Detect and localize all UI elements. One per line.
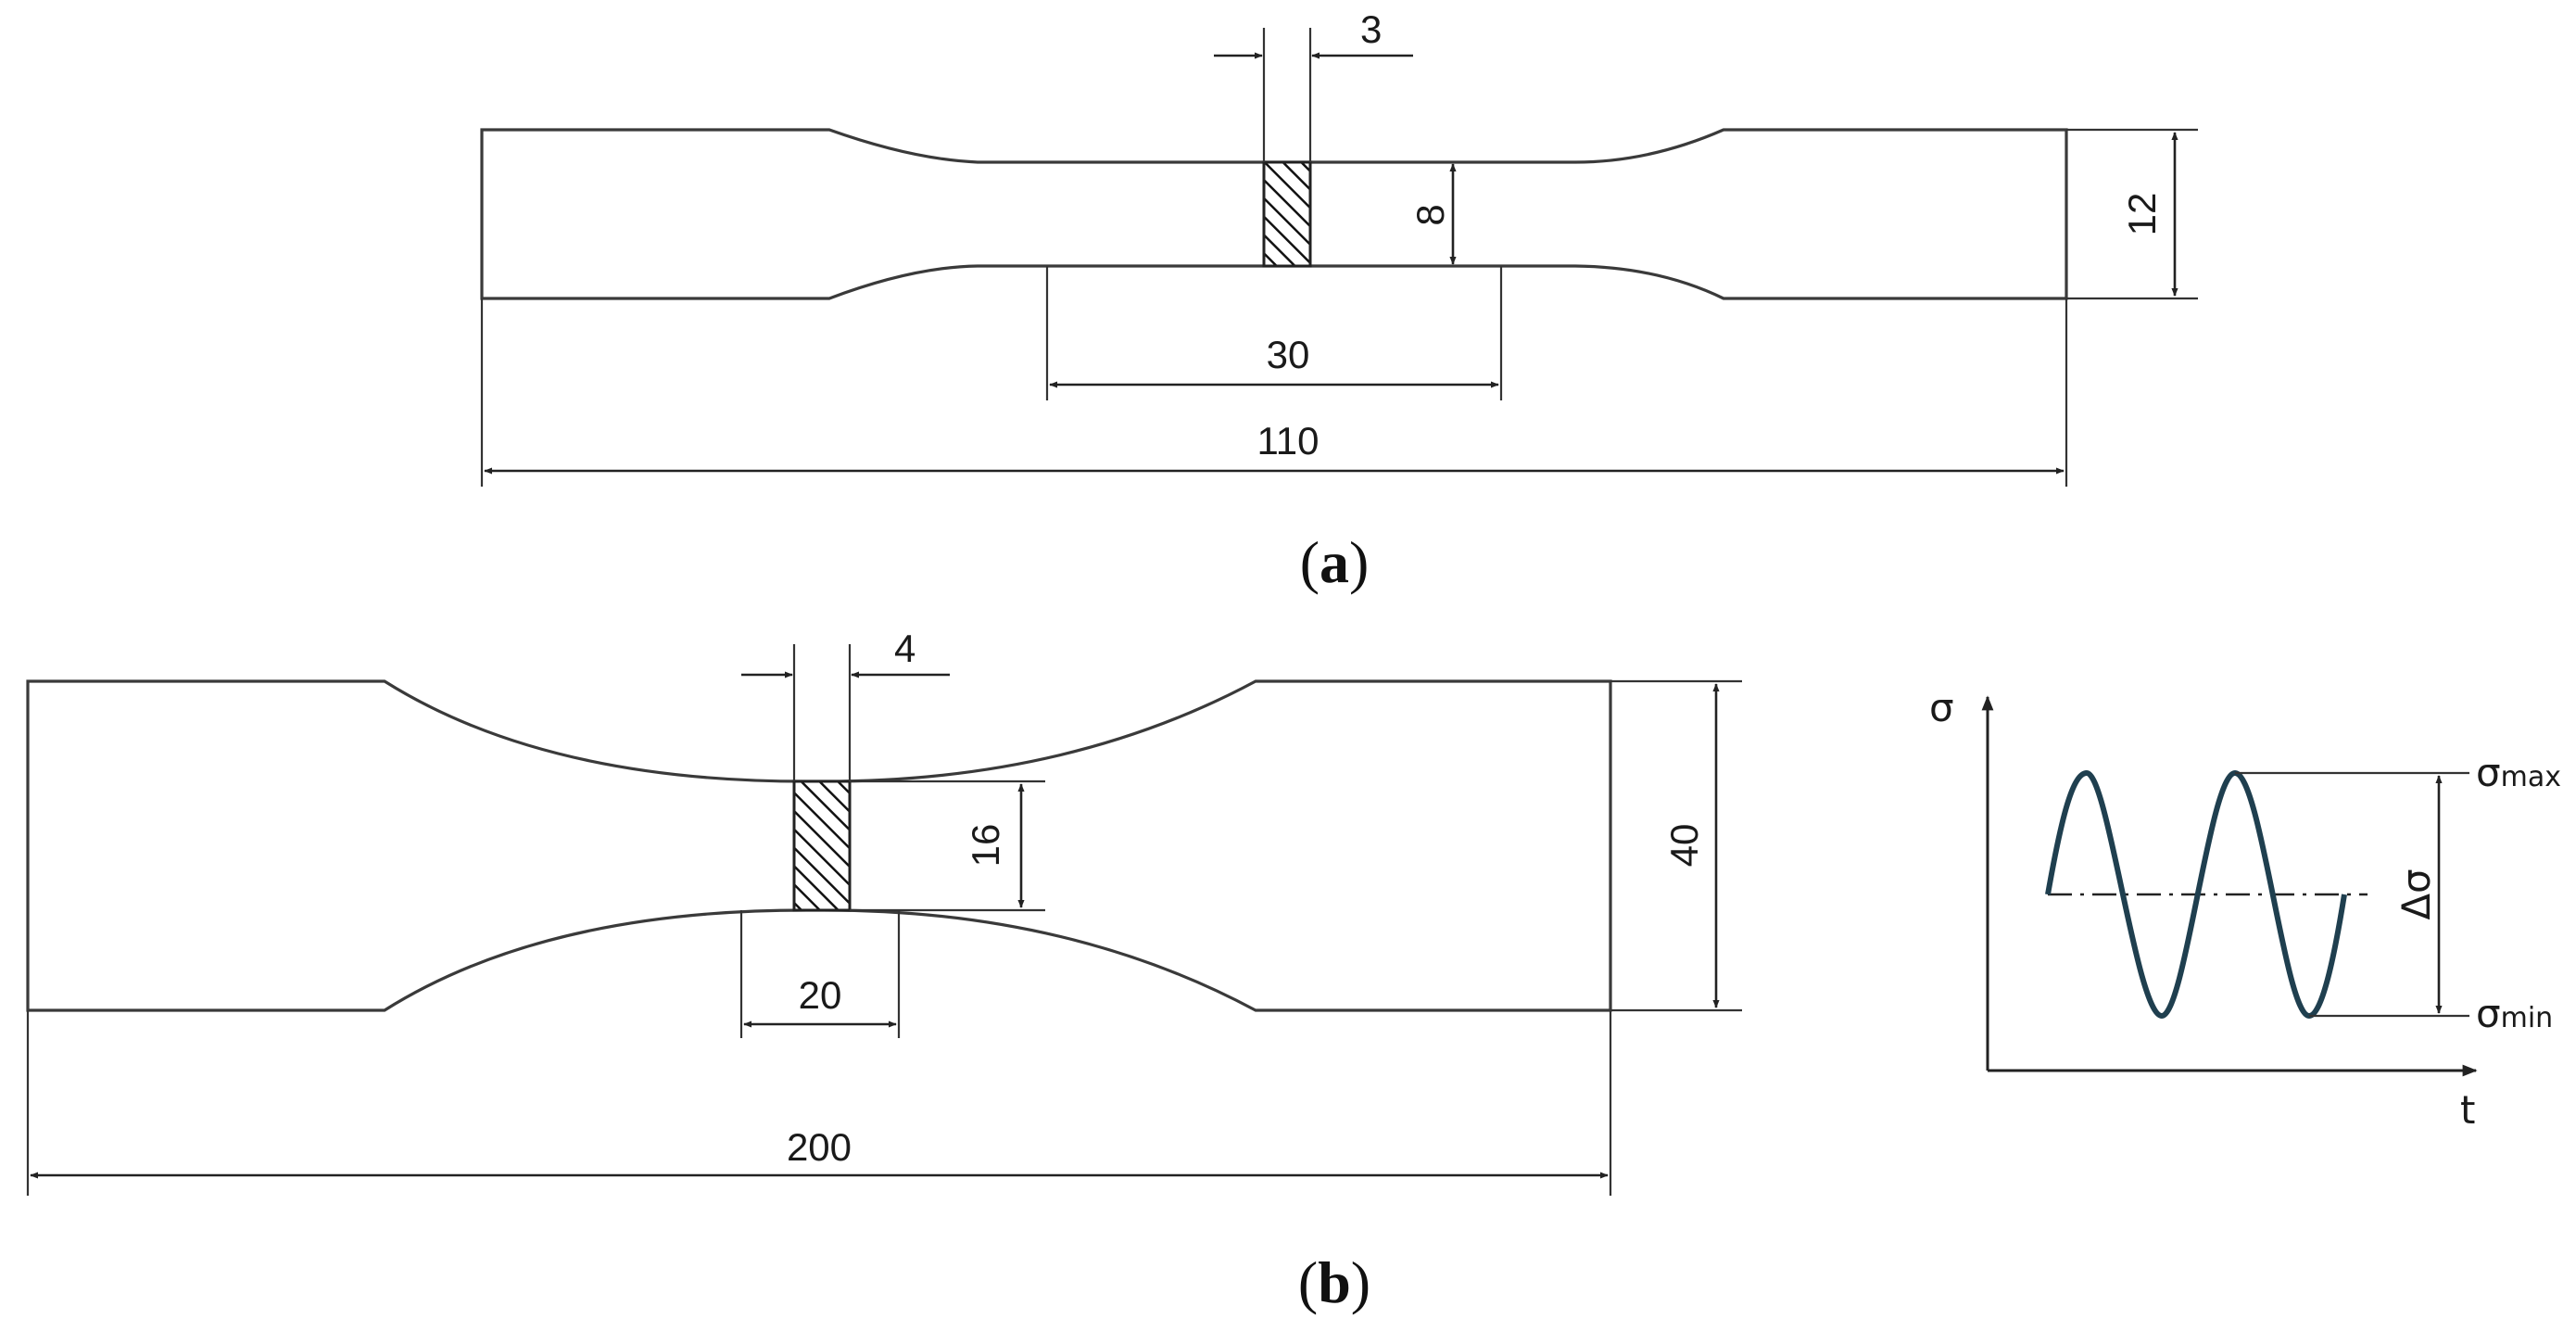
specimen-a: 3 8 12 30 110 (a): [480, 7, 2198, 595]
load-graph-y-axis-label: σ: [1929, 685, 1954, 730]
dimension-a-end-width-label: 12: [2120, 193, 2164, 236]
dimension-b-overall-length: 200: [26, 1010, 1612, 1196]
dimension-b-neck-width: 16: [850, 780, 1045, 912]
dimension-b-neck-width-label: 16: [964, 824, 1007, 868]
dimension-a-section-width-label: 3: [1360, 7, 1382, 51]
dimension-a-gauge-width-label: 8: [1408, 204, 1452, 225]
dimension-b-section-width-label: 4: [894, 627, 915, 670]
dimension-b-flat-length: 20: [739, 910, 901, 1038]
load-graph-min-label: σmin: [2476, 991, 2553, 1036]
dimension-b-overall-length-label: 200: [787, 1125, 852, 1169]
dimension-b-end-width-label: 40: [1662, 824, 1706, 868]
dimension-b-section-width: 4: [741, 627, 950, 781]
dimension-a-section-width: 3: [1214, 7, 1413, 162]
dimension-a-gauge-length-label: 30: [1267, 333, 1310, 376]
dimension-a-overall-length-label: 110: [1257, 419, 1320, 463]
dimension-a-gauge-width: 8: [1408, 163, 1457, 265]
dimension-b-flat-length-label: 20: [799, 973, 842, 1017]
specimen-a-cross-section: [1262, 160, 1312, 268]
caption-a: (a): [1300, 529, 1370, 595]
dimension-a-gauge-length: 30: [1045, 266, 1503, 400]
load-graph: σ t σmax σmin Δσ: [1929, 685, 2561, 1133]
dimension-a-end-width: 12: [2066, 128, 2198, 300]
caption-b: (b): [1298, 1249, 1370, 1315]
dimension-a-overall-length: 110: [480, 298, 2068, 487]
load-graph-range-label: Δσ: [2393, 868, 2439, 919]
load-graph-x-axis-label: t: [2460, 1087, 2475, 1133]
dimension-b-end-width: 40: [1610, 679, 1742, 1012]
specimen-b: 4 16 40 20 200: [26, 627, 1742, 1315]
specimen-b-cross-section: [792, 780, 852, 912]
load-graph-max-label: σmax: [2476, 750, 2561, 795]
